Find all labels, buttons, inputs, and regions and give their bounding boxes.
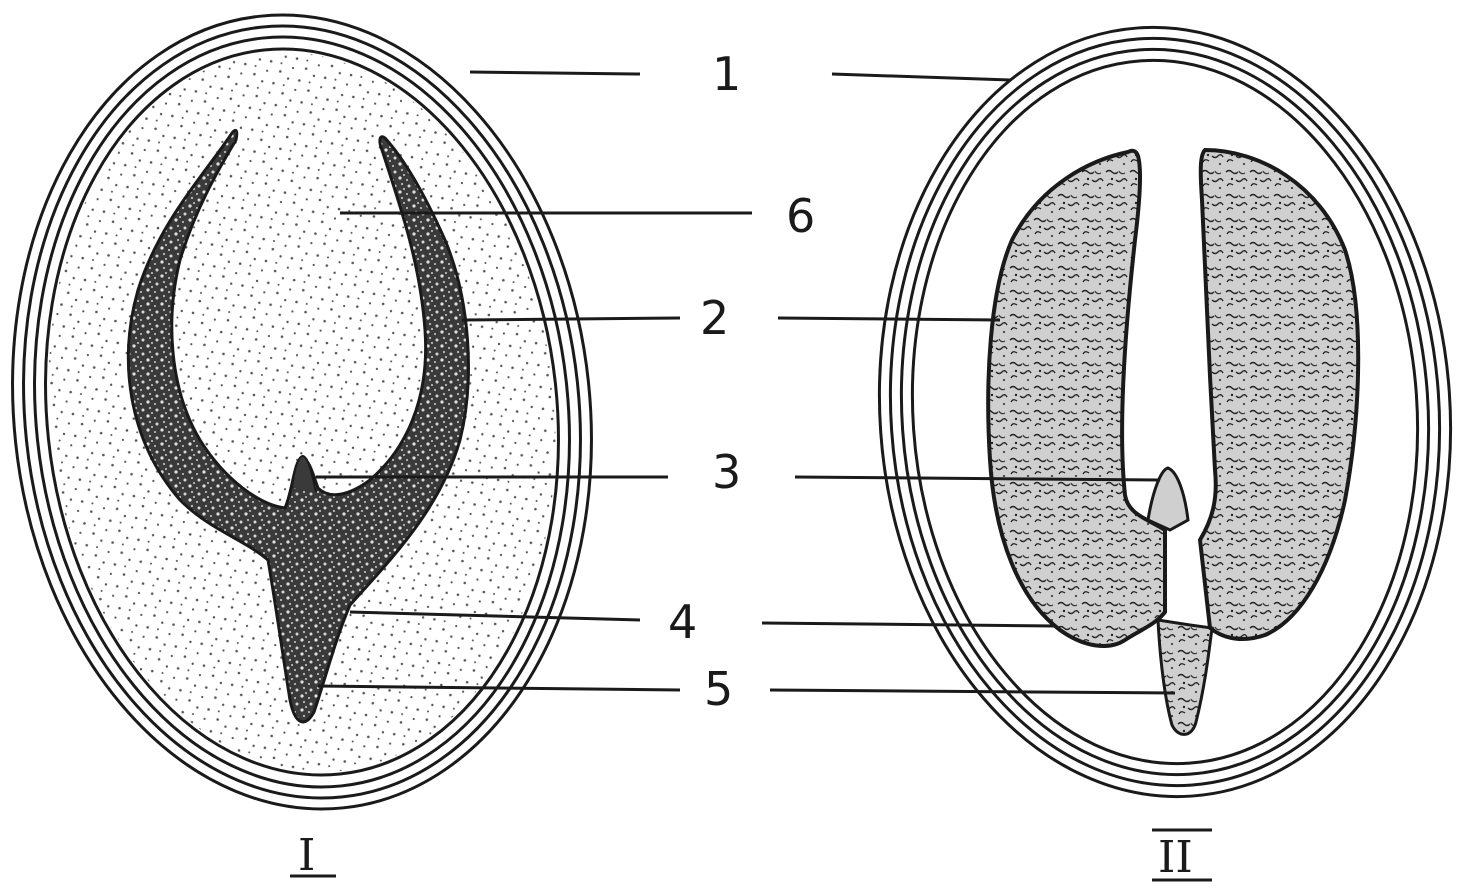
number-labels: 1 6 2 3 4 5 xyxy=(668,47,815,716)
cotyledon-right-II xyxy=(1200,150,1358,639)
cotyledon-left-II xyxy=(988,151,1165,646)
label-1: 1 xyxy=(712,47,741,101)
label-5: 5 xyxy=(704,662,733,716)
figure-captions: I II xyxy=(290,830,1212,883)
caption-figure-I: I xyxy=(298,830,315,881)
seed-figure-I xyxy=(0,0,630,838)
label-4: 4 xyxy=(668,595,697,649)
label-6: 6 xyxy=(786,189,815,243)
seed-coat-outline xyxy=(854,8,1461,816)
label-2: 2 xyxy=(700,291,729,345)
radicle-II xyxy=(1158,620,1212,734)
caption-figure-II: II xyxy=(1158,832,1193,883)
label-3: 3 xyxy=(712,445,741,499)
seed-figure-II xyxy=(854,8,1461,816)
plumule-II xyxy=(1148,468,1188,530)
